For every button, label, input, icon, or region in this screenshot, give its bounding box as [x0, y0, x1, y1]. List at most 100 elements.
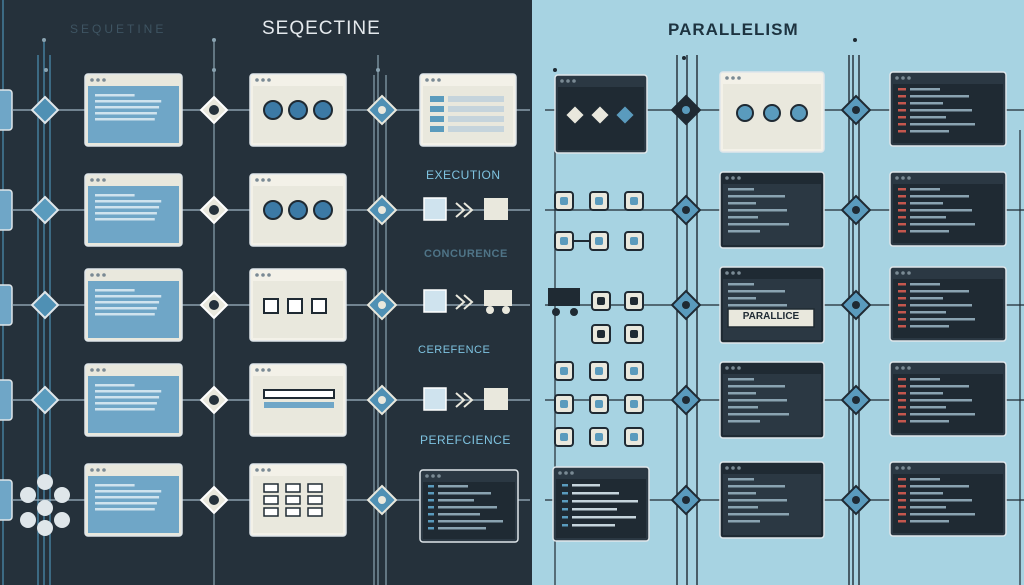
list-text-line: [448, 126, 504, 132]
task-square-core: [595, 237, 603, 245]
rail-tick-icon: [42, 38, 46, 42]
window-dot-icon: [102, 468, 106, 472]
process-square-icon: [287, 298, 303, 314]
task-square-core: [630, 330, 638, 338]
code-red-line: [898, 318, 906, 321]
window-text-line: [95, 402, 157, 405]
task-square-core: [595, 367, 603, 375]
sequential-faint-title: SEQUETINE: [70, 22, 167, 36]
code-text-line: [728, 492, 756, 495]
window-body: [723, 474, 821, 535]
code-gutter-line: [562, 516, 568, 519]
window-text-line: [95, 100, 162, 103]
code-text-line: [728, 392, 756, 395]
task-square-core: [630, 433, 638, 441]
code-red-line: [898, 378, 906, 381]
task-square-core: [560, 433, 568, 441]
list-marker-icon: [430, 126, 444, 132]
task-square-core: [595, 433, 603, 441]
code-red-line: [898, 485, 906, 488]
code-text-line: [910, 130, 949, 133]
node-center-icon: [378, 206, 386, 214]
window-dot-icon: [267, 368, 271, 372]
grid-cell-icon: [285, 507, 301, 517]
window-text-line: [95, 206, 160, 209]
window-dot-icon: [895, 176, 899, 180]
code-text-line: [910, 223, 975, 226]
window-text-line: [95, 295, 162, 298]
code-text-line: [910, 202, 943, 205]
sequence-window: [84, 173, 183, 247]
window-dot-icon: [102, 273, 106, 277]
window-text-line: [95, 490, 162, 493]
task-square-core: [597, 297, 605, 305]
window-dot-icon: [267, 273, 271, 277]
node-center-icon: [378, 396, 386, 404]
parallelism-title: PARALLELISM: [668, 20, 799, 39]
source-square-icon: [423, 197, 447, 221]
sequential-title: SEQECTINE: [262, 18, 381, 39]
window-dot-icon: [425, 474, 429, 478]
code-text-line: [910, 297, 943, 300]
code-text-line: [728, 188, 754, 191]
code-red-line: [898, 195, 906, 198]
task-code-window: [552, 466, 650, 542]
grid-cell-icon: [263, 495, 279, 505]
window-dot-icon: [737, 366, 741, 370]
window-dot-icon: [255, 273, 259, 277]
code-red-line: [898, 420, 906, 423]
window-dot-icon: [437, 78, 441, 82]
rail-tick-icon: [853, 38, 857, 42]
window-dot-icon: [261, 468, 265, 472]
code-red-line: [898, 102, 906, 105]
code-gutter-line: [562, 524, 568, 527]
node-center-icon: [378, 301, 386, 309]
cluster-dot-icon: [20, 512, 36, 528]
code-red-line: [898, 399, 906, 402]
code-red-line: [898, 230, 906, 233]
code-text-line: [728, 297, 756, 300]
source-square-icon: [423, 289, 447, 313]
list-text-line: [448, 116, 504, 122]
node-center-icon: [209, 495, 219, 505]
grid-cell-icon: [285, 483, 301, 493]
wheel-icon: [486, 306, 494, 314]
window-body: [893, 474, 1003, 533]
code-text-line: [910, 311, 946, 314]
code-text-line: [910, 290, 969, 293]
gear-icon: [790, 104, 808, 122]
code-gutter-line: [428, 520, 434, 523]
sequence-node-icon: [30, 290, 60, 320]
rail-tick-icon: [44, 68, 48, 72]
code-red-line: [898, 325, 906, 328]
code-text-line: [728, 513, 789, 516]
code-text-line: [910, 209, 972, 212]
rail-tick-icon: [212, 68, 216, 72]
grid-cell-icon: [285, 495, 301, 505]
code-text-line: [910, 413, 975, 416]
window-dot-icon: [261, 78, 265, 82]
process-square-icon: [311, 298, 327, 314]
code-text-line: [728, 283, 754, 286]
task-diamond-icon: [563, 103, 587, 127]
node-center-icon: [209, 300, 219, 310]
code-text-line: [438, 506, 497, 509]
code-red-line: [898, 202, 906, 205]
code-red-line: [898, 188, 906, 191]
code-gutter-line: [562, 484, 568, 487]
code-red-line: [898, 116, 906, 119]
window-text-line: [95, 484, 135, 487]
code-text-line: [728, 478, 754, 481]
window-dot-icon: [261, 178, 265, 182]
source-square-icon: [423, 387, 447, 411]
window-dot-icon: [725, 466, 729, 470]
rail-tick-icon: [553, 68, 557, 72]
wheel-icon: [552, 308, 560, 316]
code-red-line: [898, 209, 906, 212]
code-text-line: [910, 406, 946, 409]
code-text-line: [910, 109, 972, 112]
code-text-line: [910, 478, 940, 481]
code-text-line: [910, 216, 946, 219]
parallice-badge: [727, 308, 815, 328]
window-dot-icon: [102, 368, 106, 372]
